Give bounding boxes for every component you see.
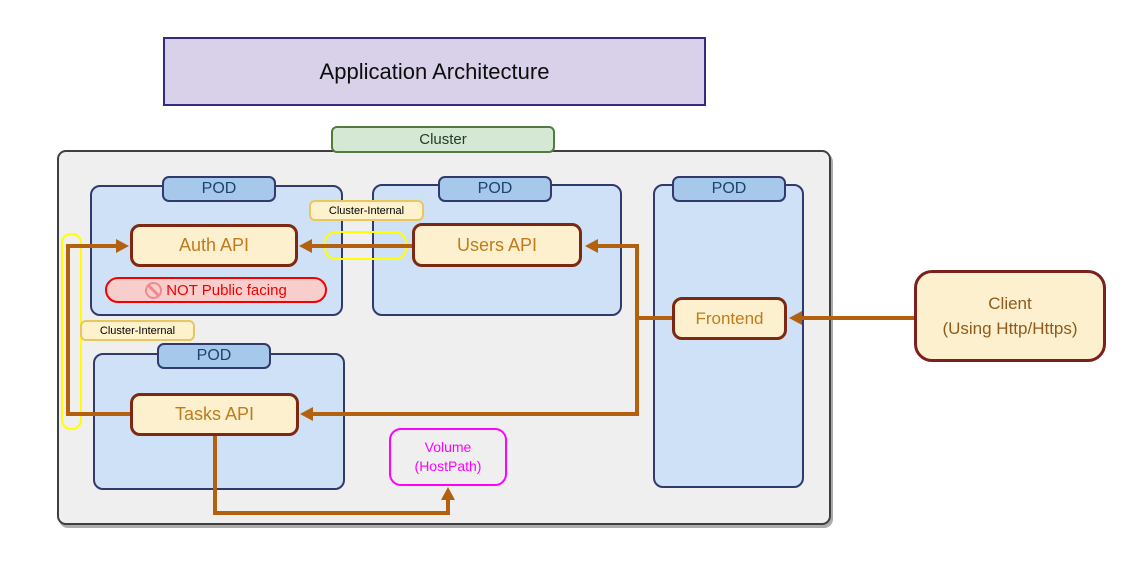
arrow-frontend-tasks-line [312, 412, 639, 416]
arrow-client-frontend-line [800, 316, 914, 320]
not-public-facing-badge: NOT Public facing [105, 277, 327, 303]
not-public-facing-label: NOT Public facing [166, 281, 287, 299]
pod-tasks-header: POD [157, 343, 271, 369]
client-node: Client (Using Http/Https) [914, 270, 1106, 362]
pod-frontend-header: POD [672, 176, 786, 202]
pod-users-header: POD [438, 176, 552, 202]
arrow-tasks-auth-bottom-line [66, 412, 130, 416]
arrow-tasks-volume-across-line [213, 511, 450, 515]
arrow-frontend-stub-line [637, 316, 672, 320]
arrow-client-frontend-head [789, 311, 802, 325]
volume-label-line1: Volume [424, 439, 472, 456]
arrow-tasks-volume-head [441, 487, 455, 500]
highlight-outline-left-route [61, 233, 82, 430]
arrow-users-auth-line [311, 244, 412, 248]
no-entry-icon [145, 281, 163, 299]
arrow-frontend-trunk-line [635, 244, 639, 416]
users-api-node: Users API [412, 223, 582, 267]
pod-auth-header: POD [162, 176, 276, 202]
volume-node: Volume (HostPath) [389, 428, 507, 486]
client-label-line2: (Using Http/Https) [942, 319, 1078, 338]
cluster-internal-label-users-auth: Cluster-Internal [309, 200, 424, 221]
arrow-tasks-volume-down-line [213, 435, 217, 513]
tasks-api-node: Tasks API [130, 393, 299, 436]
arrow-frontend-users-head [585, 239, 598, 253]
arrow-frontend-tasks-head [300, 407, 313, 421]
client-label-line1: Client [988, 293, 1032, 313]
arrow-tasks-auth-head [116, 239, 129, 253]
arrow-tasks-volume-up-line [446, 499, 450, 513]
volume-label-line2: (HostPath) [414, 458, 482, 474]
arrow-frontend-users-line [597, 244, 639, 248]
cluster-internal-label-tasks-auth: Cluster-Internal [80, 320, 195, 341]
diagram-title: Application Architecture [163, 37, 706, 106]
frontend-node: Frontend [672, 297, 787, 340]
arrow-tasks-auth-top-line [70, 244, 117, 248]
auth-api-node: Auth API [130, 224, 298, 267]
cluster-label: Cluster [331, 126, 555, 153]
arrow-users-auth-head [299, 239, 312, 253]
arrow-tasks-auth-vertical-line [66, 244, 70, 416]
